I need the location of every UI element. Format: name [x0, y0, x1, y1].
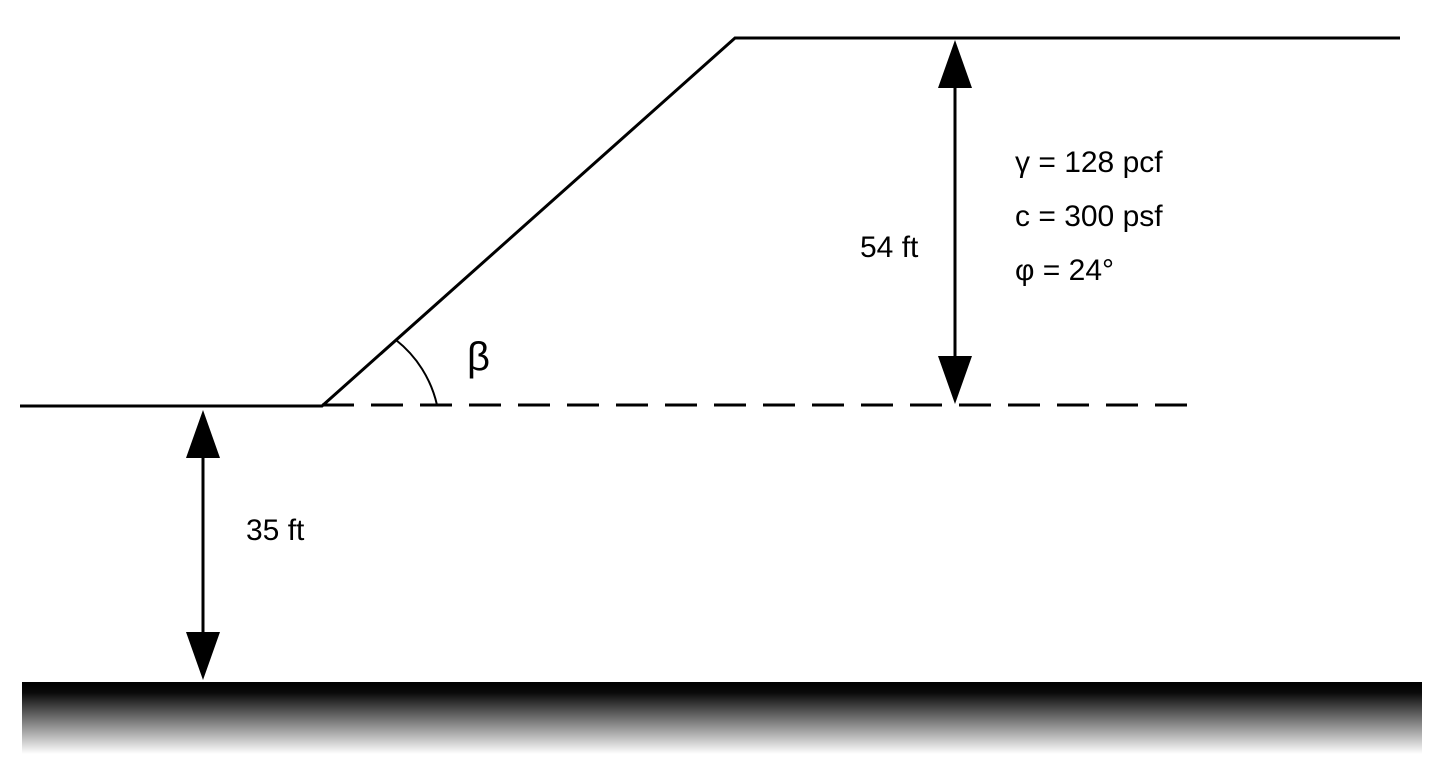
firm-base-layer [22, 682, 1422, 754]
slope-angle-arc [395, 339, 438, 406]
unit-weight-label: γ = 128 pcf [1015, 146, 1163, 179]
friction-angle-label: φ = 24° [1015, 254, 1114, 287]
slope-angle-label: β [467, 335, 490, 379]
slope-height-label: 54 ft [860, 231, 919, 264]
depth-to-firm-base-arrow [186, 410, 220, 680]
depth-to-firm-base-label: 35 ft [246, 514, 305, 547]
cohesion-label: c = 300 psf [1015, 200, 1163, 233]
ground-profile [20, 36, 1400, 408]
slope-height-arrow [938, 40, 972, 404]
